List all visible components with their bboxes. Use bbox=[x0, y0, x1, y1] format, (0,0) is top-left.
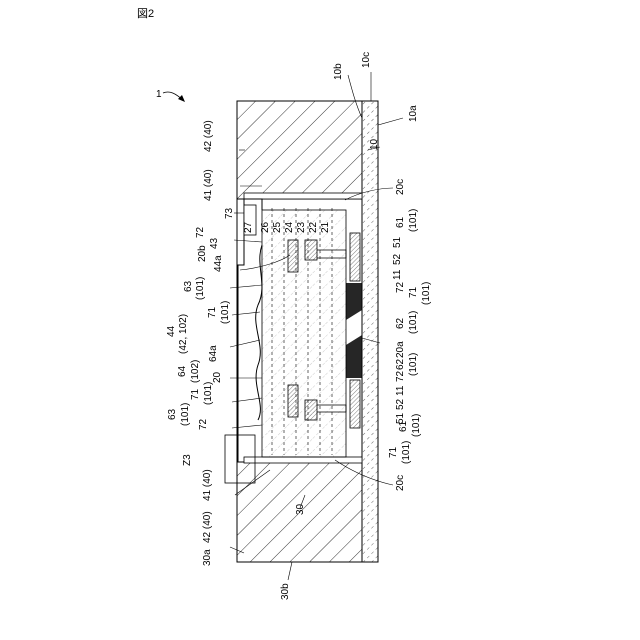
label-26: 26 bbox=[260, 221, 271, 233]
label-42-40-bot: 42 (40) bbox=[202, 511, 213, 543]
terminal-bottom bbox=[350, 380, 360, 428]
label-63-top: 63 bbox=[183, 280, 194, 292]
label-z3: Z3 bbox=[182, 454, 193, 466]
label-72-right-top: 72 bbox=[395, 281, 406, 293]
label-72-right-bot: 72 bbox=[395, 370, 406, 382]
label-101-61-top: (101) bbox=[408, 209, 419, 232]
label-73: 73 bbox=[224, 207, 235, 219]
label-52-bot: 52 bbox=[395, 398, 406, 410]
label-41-40-bot: 41 (40) bbox=[202, 469, 213, 501]
label-20b: 20b bbox=[197, 245, 208, 262]
label-11-top: 11 bbox=[392, 269, 403, 280]
label-20a: 20a bbox=[395, 341, 406, 358]
label-101-71-right-bot: (101) bbox=[401, 441, 412, 464]
label-72-bot: 72 bbox=[198, 418, 209, 430]
label-101-71-left-bot: (101) bbox=[203, 382, 214, 405]
label-30a: 30a bbox=[202, 549, 213, 566]
label-62-bot: 62 bbox=[395, 358, 406, 370]
label-101-71-right-top: (101) bbox=[421, 282, 432, 305]
label-10: 10 bbox=[369, 138, 380, 150]
label-30b: 30b bbox=[280, 583, 291, 600]
electrode-bot-right bbox=[305, 400, 317, 420]
label-20: 20 bbox=[212, 371, 223, 383]
label-10b: 10b bbox=[333, 63, 344, 80]
layer-41-top bbox=[244, 193, 362, 199]
label-64a: 64a bbox=[208, 345, 219, 362]
label-42-40-top: 42 (40) bbox=[203, 120, 214, 152]
label-25: 25 bbox=[272, 221, 283, 233]
label-51-top: 51 bbox=[392, 236, 403, 248]
electrode-bot-left bbox=[288, 385, 298, 417]
layer-41-bottom bbox=[244, 457, 362, 463]
label-71-right-bot: 71 bbox=[388, 446, 399, 458]
divider-bot bbox=[346, 335, 362, 378]
ref-1-label: 1 bbox=[156, 89, 162, 100]
label-11-bot: 11 bbox=[395, 385, 406, 396]
label-27: 27 bbox=[243, 221, 254, 233]
label-44a: 44a bbox=[213, 255, 224, 272]
label-102: (102) bbox=[190, 360, 201, 383]
label-20c-bot: 20c bbox=[395, 475, 406, 491]
label-10a: 10a bbox=[408, 105, 419, 122]
label-101-63-top: (101) bbox=[195, 277, 206, 300]
figure-title: 図2 bbox=[137, 7, 154, 20]
top-body-42 bbox=[237, 101, 362, 199]
label-21: 21 bbox=[320, 221, 331, 233]
label-101-71-left-top: (101) bbox=[220, 301, 231, 324]
label-41-40-top: 41 (40) bbox=[203, 169, 214, 201]
label-43: 43 bbox=[209, 237, 220, 249]
label-101-63-bot: (101) bbox=[180, 403, 191, 426]
label-62-top: 62 bbox=[395, 317, 406, 329]
label-64: 64 bbox=[177, 365, 188, 377]
label-61-bot: 61 bbox=[398, 420, 409, 432]
label-101-62-top: (101) bbox=[408, 311, 419, 334]
divider-top bbox=[346, 283, 362, 320]
label-71-left-bot: 71 bbox=[190, 388, 201, 400]
label-24: 24 bbox=[284, 221, 295, 233]
label-52-top: 52 bbox=[392, 253, 403, 265]
ref-1-arrowhead bbox=[178, 95, 185, 102]
terminal-top bbox=[350, 233, 360, 281]
label-44: 44 bbox=[166, 325, 177, 337]
interface-44a bbox=[256, 245, 262, 420]
electrode-top-right bbox=[305, 240, 317, 260]
wall-10 bbox=[362, 101, 378, 562]
electrode-top-left bbox=[288, 240, 298, 272]
label-42-102: (42, 102) bbox=[178, 314, 189, 354]
label-71-left-top: 71 bbox=[207, 306, 218, 318]
frame-43 bbox=[238, 199, 262, 462]
label-61-top: 61 bbox=[395, 216, 406, 228]
label-30: 30 bbox=[295, 503, 306, 515]
label-101-62-bot: (101) bbox=[408, 353, 419, 376]
label-71-right-top: 71 bbox=[408, 286, 419, 298]
label-72-top: 72 bbox=[195, 226, 206, 238]
label-23: 23 bbox=[296, 221, 307, 233]
label-101-61-bot: (101) bbox=[411, 414, 422, 437]
label-10c: 10c bbox=[361, 52, 372, 68]
label-63-bot: 63 bbox=[167, 408, 178, 420]
label-22: 22 bbox=[308, 221, 319, 233]
label-20c-top: 20c bbox=[395, 179, 406, 195]
element-stack-20 bbox=[262, 210, 346, 457]
